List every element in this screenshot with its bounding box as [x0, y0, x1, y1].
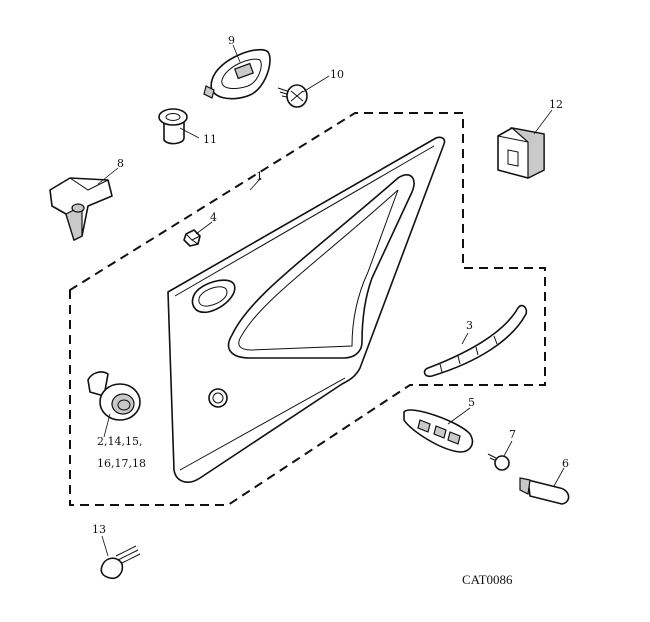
assembly-boundary [69, 112, 546, 506]
screw-13 [100, 545, 141, 580]
screw-7 [487, 453, 510, 471]
door-handle-escutcheon [203, 48, 271, 100]
callout-11: 11 [203, 133, 217, 146]
callout-3: 3 [466, 319, 473, 332]
callout-2-line1: 2,14,15, [97, 435, 142, 448]
callout-leaders [97, 44, 565, 557]
callout-10: 10 [330, 68, 344, 81]
screw-10 [277, 84, 308, 108]
bracket-8 [49, 177, 113, 241]
callout-4: 4 [210, 211, 217, 224]
catalog-code: CAT0086 [462, 572, 513, 587]
grommet-11 [158, 108, 188, 145]
callout-6: 6 [562, 457, 569, 470]
door-trim-panel [167, 136, 446, 483]
callout-13: 13 [92, 523, 106, 536]
fastener-2 [87, 371, 141, 421]
plug-6 [519, 477, 570, 505]
clip-12 [497, 127, 545, 179]
switch-pack-5 [403, 409, 474, 453]
callout-5: 5 [468, 396, 475, 409]
callout-8: 8 [117, 157, 124, 170]
callout-7: 7 [509, 428, 516, 441]
callout-2-line2: 16,17,18 [97, 457, 146, 470]
trim-strip-3 [423, 304, 528, 378]
callout-1: 1 [256, 170, 263, 183]
callout-12: 12 [549, 98, 563, 111]
callout-9: 9 [228, 34, 235, 47]
